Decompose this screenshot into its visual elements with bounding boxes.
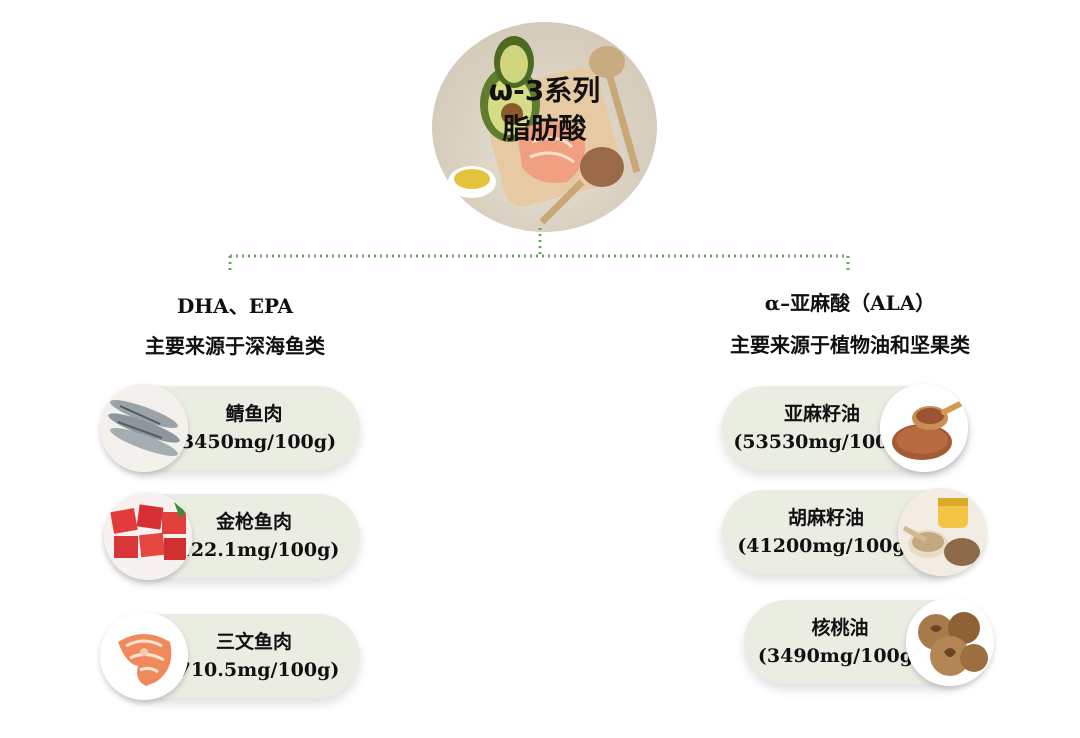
mackerel-icon [100,384,188,472]
tuna-icon [104,492,192,580]
left-heading: DHA、EPA 主要来源于深海鱼类 [90,286,380,366]
flaxseed-icon [880,384,968,472]
left-heading-line1: DHA、EPA [90,286,380,326]
right-heading-line2: 主要来源于植物油和坚果类 [690,324,1010,366]
salmon-icon [100,612,188,700]
left-heading-line2: 主要来源于深海鱼类 [90,326,380,366]
right-heading-line1: α–亚麻酸（ALA） [690,282,1010,324]
sesame-oil-icon [898,488,986,576]
right-heading: α–亚麻酸（ALA） 主要来源于植物油和坚果类 [690,282,1010,366]
connector-lines [0,0,1080,300]
walnut-icon [906,598,994,686]
